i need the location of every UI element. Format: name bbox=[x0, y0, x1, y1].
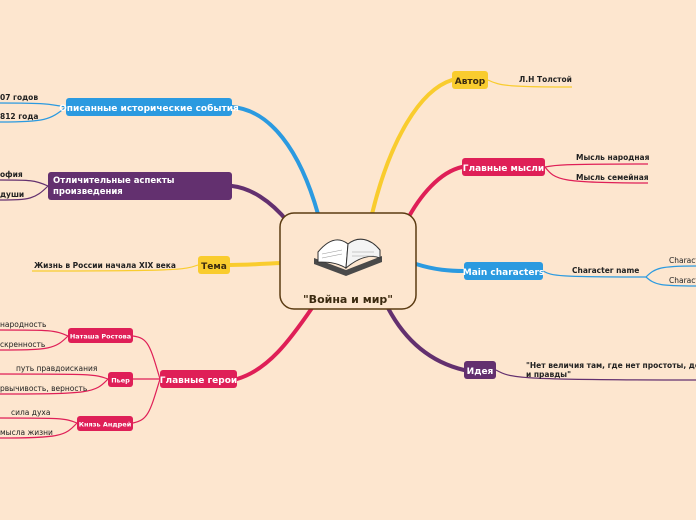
topic-main-thoughts[interactable]: Главные мысли bbox=[462, 158, 545, 176]
subtopic-aspect-1[interactable]: офия bbox=[0, 170, 23, 179]
subtopic-pierre[interactable]: Пьер bbox=[108, 372, 133, 387]
connector-author bbox=[372, 80, 452, 214]
subtopic-andrei[interactable]: Князь Андрей bbox=[77, 416, 133, 431]
topic-main-characters-label: Main characters bbox=[463, 268, 545, 278]
connector-main-characters bbox=[416, 264, 464, 271]
subtopic-event-1[interactable]: 07 годов bbox=[0, 93, 38, 102]
subtopic-character-2[interactable]: Charact bbox=[669, 276, 696, 285]
subtopic-folk-thought[interactable]: Мысль народная bbox=[576, 153, 650, 162]
subtopic-natasha[interactable]: Наташа Ростова bbox=[68, 328, 133, 343]
subtopic-idea-quote-line2[interactable]: и правды" bbox=[526, 370, 571, 379]
topic-historical-events[interactable]: Описанные исторические события bbox=[59, 98, 239, 116]
topic-idea[interactable]: Идея bbox=[464, 361, 496, 379]
subtopic-aspect-2[interactable]: души bbox=[0, 190, 24, 199]
subtopic-family-thought[interactable]: Мысль семейная bbox=[576, 173, 649, 182]
topic-author[interactable]: Автор bbox=[452, 71, 488, 89]
topic-main-heroes[interactable]: Главные герои bbox=[160, 370, 237, 388]
pierre-trait-1[interactable]: путь правдоискания bbox=[16, 364, 97, 373]
subtopic-event-2[interactable]: 812 года bbox=[0, 112, 38, 121]
subtopic-character-1[interactable]: Charact bbox=[669, 256, 696, 265]
subtopic-pierre-label: Пьер bbox=[111, 377, 130, 385]
connector-main-thoughts bbox=[406, 167, 462, 222]
topic-main-thoughts-label: Главные мысли bbox=[463, 164, 544, 174]
subtopic-author-tolstoy[interactable]: Л.Н Толстой bbox=[519, 75, 572, 84]
subtopic-natasha-label: Наташа Ростова bbox=[70, 333, 131, 341]
topic-main-heroes-label: Главные герои bbox=[160, 376, 237, 386]
subtopic-theme-life[interactable]: Жизнь в России начала XIX века bbox=[34, 261, 176, 270]
connector-events bbox=[232, 107, 318, 214]
connector-heroes bbox=[237, 308, 312, 379]
andrei-trait-1[interactable]: сила духа bbox=[11, 408, 50, 417]
topic-distinctive-aspects-line2: произведения bbox=[53, 187, 123, 197]
topic-distinctive-aspects[interactable]: Отличительные аспекты произведения bbox=[48, 172, 232, 200]
connector-aspects bbox=[232, 186, 288, 222]
natasha-trait-2[interactable]: скренность bbox=[0, 340, 45, 349]
subtopic-idea-quote-line1[interactable]: "Нет величия там, где нет простоты, добр bbox=[526, 361, 696, 370]
topic-author-label: Автор bbox=[455, 77, 486, 87]
topic-theme-label: Тема bbox=[201, 262, 227, 272]
andrei-trait-2[interactable]: мысла жизни bbox=[0, 428, 53, 437]
central-topic[interactable]: "Война и мир" bbox=[280, 213, 416, 309]
topic-idea-label: Идея bbox=[467, 367, 494, 377]
topic-main-characters[interactable]: Main characters bbox=[463, 262, 545, 280]
subtopic-character-name[interactable]: Character name bbox=[572, 266, 639, 275]
central-title: "Война и мир" bbox=[303, 293, 393, 306]
connector-idea bbox=[388, 308, 464, 370]
connector-theme bbox=[230, 263, 280, 265]
topic-historical-events-label: Описанные исторические события bbox=[59, 103, 239, 114]
subtopic-andrei-label: Князь Андрей bbox=[79, 421, 132, 429]
topic-distinctive-aspects-line1: Отличительные аспекты bbox=[53, 176, 175, 186]
topic-theme[interactable]: Тема bbox=[198, 256, 230, 274]
natasha-trait-1[interactable]: народность bbox=[0, 320, 46, 329]
pierre-trait-2[interactable]: рвычивость, верность bbox=[0, 384, 87, 393]
